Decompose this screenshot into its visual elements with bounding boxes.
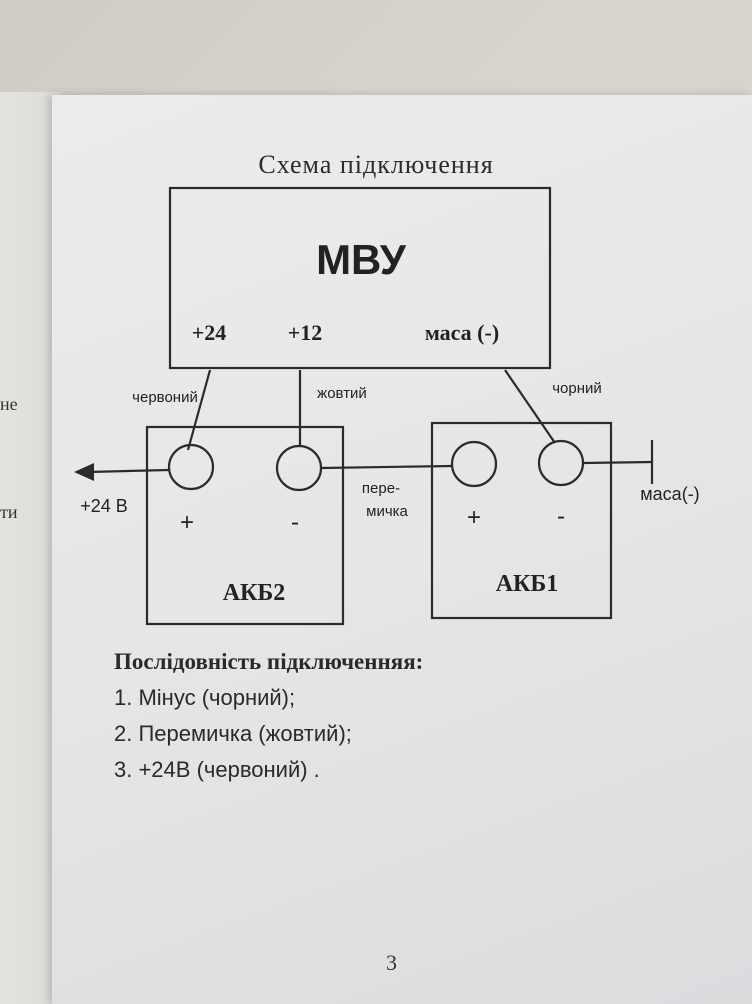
output-wire — [87, 468, 170, 474]
left-page-fragment: ти — [0, 502, 18, 522]
akb1-minus-sign: - — [557, 503, 565, 530]
terminal-plus24-label: +24 — [192, 320, 227, 345]
jumper-wire — [320, 464, 453, 470]
output-arrow-icon — [74, 463, 94, 481]
connection-sequence: Послідовність підключенняя: 1. Мінус (чо… — [114, 644, 674, 788]
akb1-label: АКБ1 — [496, 571, 559, 597]
red-wire — [186, 369, 212, 451]
akb2-box — [145, 425, 345, 626]
booklet-page — [52, 95, 752, 1004]
akb1-plus-sign: + — [467, 504, 481, 531]
akb2-label: АКБ2 — [223, 580, 286, 606]
ground-label: маса(-) — [640, 484, 699, 504]
black-wire-label: чорний — [552, 380, 602, 397]
terminal-plus12-label: +12 — [288, 320, 323, 345]
diagram-title: Схема підключення — [258, 150, 494, 179]
black-wire — [504, 369, 556, 444]
ground-wire — [582, 460, 653, 465]
output-label: +24 В — [80, 496, 128, 516]
page-number: 3 — [386, 950, 397, 975]
akb2-plus-sign: + — [180, 509, 194, 536]
left-page-fragment: не — [0, 394, 18, 414]
yellow-wire-label: жовтий — [317, 385, 367, 402]
akb2-minus-terminal — [275, 444, 323, 492]
akb1-box — [430, 421, 613, 620]
mvu-box — [168, 186, 552, 370]
jumper-label-line2: мичка — [366, 503, 408, 520]
sequence-step: 1. Мінус (чорний); — [114, 685, 296, 710]
previous-page-edge: не ти — [0, 92, 60, 1004]
akb2-minus-sign: - — [291, 509, 299, 536]
akb1-minus-terminal — [537, 439, 585, 487]
sequence-step: 3. +24В (червоний) . — [114, 757, 320, 782]
sequence-step: 2. Перемичка (жовтий); — [114, 721, 352, 746]
sequence-heading: Послідовність підключенняя: — [114, 649, 424, 674]
akb1-plus-terminal — [450, 440, 498, 488]
mvu-label: МВУ — [316, 236, 407, 283]
jumper-label-line1: пере- — [362, 480, 400, 497]
red-wire-label: червоний — [132, 389, 198, 406]
akb2-plus-terminal — [167, 443, 215, 491]
terminal-ground-label: маса (-) — [425, 320, 499, 345]
